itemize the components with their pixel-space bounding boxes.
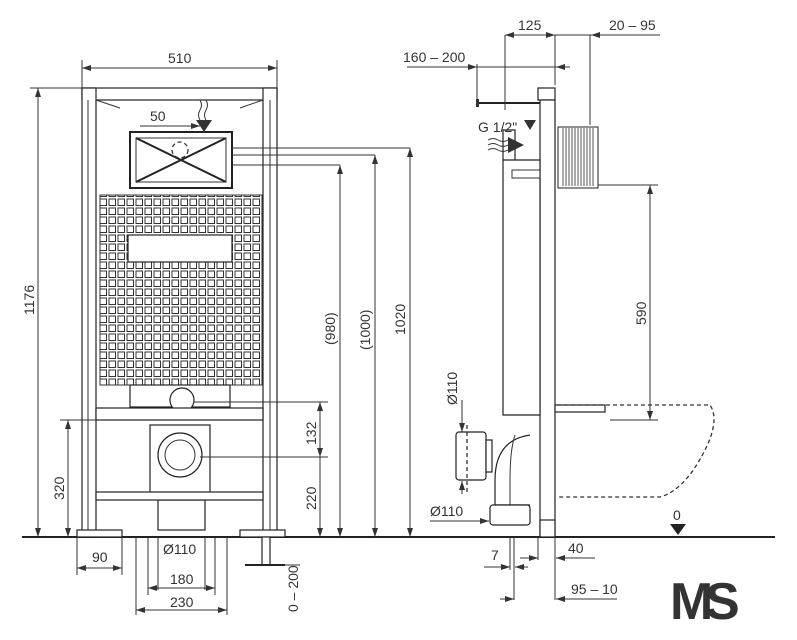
drain-elbow-side — [494, 434, 531, 506]
left-foot — [76, 529, 123, 538]
dim-50: 50 — [150, 108, 166, 124]
dim-90: 90 — [92, 549, 108, 565]
dim-160-200: 160 – 200 — [403, 49, 465, 65]
dim-132: 132 — [303, 421, 319, 445]
side-frame — [455, 87, 715, 538]
dim-1176: 1176 — [21, 285, 37, 315]
dim-drain-110: Ø110 — [163, 541, 196, 557]
drain-connector — [455, 431, 487, 481]
dim-230: 230 — [170, 594, 194, 610]
drain-elbow — [157, 432, 203, 478]
tank-opening — [127, 234, 233, 263]
flush-pipe — [554, 404, 606, 413]
dim-side-110-vertical: Ø110 — [444, 372, 460, 405]
dim-40: 40 — [568, 540, 584, 556]
logo-m: M — [670, 573, 713, 631]
front-dimensions: 510 1176 50 (980) (1000) 1020 320 132 22… — [21, 50, 413, 615]
cistern-side — [502, 129, 541, 416]
dim-1000: (1000) — [357, 310, 373, 350]
flush-plate-opening — [129, 131, 233, 189]
ms-logo: M S — [670, 573, 740, 631]
dim-510: 510 — [168, 50, 192, 66]
toilet-pan-outline — [557, 404, 715, 498]
front-frame — [76, 87, 286, 566]
logo-s: S — [705, 573, 740, 631]
side-dimensions: 125 20 – 95 160 – 200 G 1/2" 590 Ø110 Ø1… — [403, 17, 686, 602]
dim-590: 590 — [633, 301, 649, 325]
dim-125: 125 — [518, 17, 542, 33]
dim-1020: 1020 — [392, 304, 408, 335]
dim-980: (980) — [322, 312, 338, 345]
dim-7: 7 — [491, 547, 499, 563]
leg-extension — [261, 536, 271, 566]
dim-0-200: 0 – 200 — [285, 565, 301, 612]
dim-220: 220 — [303, 486, 319, 510]
right-foot — [239, 529, 286, 538]
tank-grid-pattern — [99, 194, 263, 386]
drain-outlet — [157, 499, 206, 531]
dim-20-95: 20 – 95 — [609, 17, 656, 33]
dim-side-110-horizontal: Ø110 — [430, 503, 463, 519]
label-g-half-inch: G 1/2" — [478, 119, 517, 135]
dim-95-10: 95 – 10 — [571, 581, 618, 597]
floor-level-0: 0 — [673, 507, 681, 523]
dim-320: 320 — [51, 476, 67, 500]
dim-180: 180 — [170, 571, 194, 587]
